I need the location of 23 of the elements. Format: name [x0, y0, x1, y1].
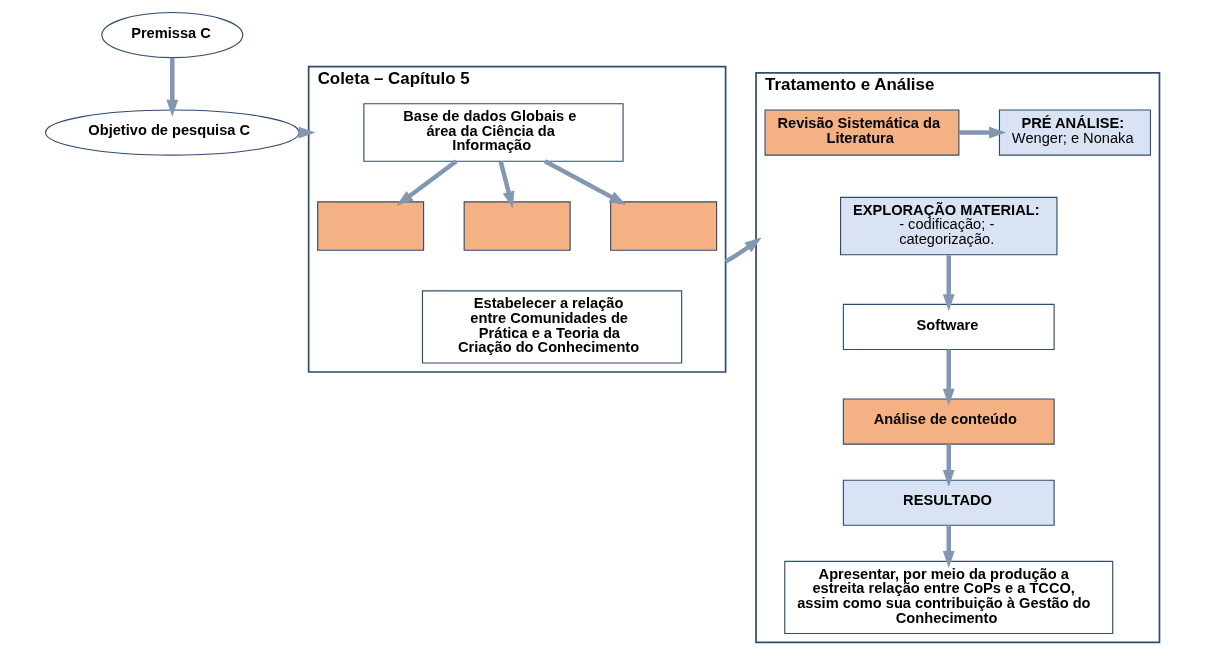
node-ellipse: Premissa C	[101, 11, 244, 59]
arrow	[498, 160, 515, 209]
arrow	[942, 525, 955, 568]
node-box: RESULTADO	[842, 479, 1055, 526]
node-box: Software	[842, 303, 1055, 351]
arrow	[166, 57, 179, 117]
arrow	[942, 349, 955, 406]
arrow	[724, 237, 762, 264]
arrow	[942, 255, 955, 312]
node-box: EXPLORAÇÃO MATERIAL: - codificação; - categorização.	[840, 196, 1058, 256]
arrow	[942, 444, 955, 487]
arrow	[396, 159, 458, 206]
node-box	[463, 201, 571, 251]
node-box: Análise de conteúdo	[842, 398, 1055, 445]
node-box: Apresentar, por meio da produção a estreita relação entre CoPs e a TCCO, assim como sua contribuição à Gestão do Conhecimento	[784, 560, 1114, 634]
node-box: Estabelecer a relação entre Comunidades de Prática e a Teoria da Criação do Conhecimento	[421, 290, 683, 364]
node-box: Base de dados Globais e área da Ciência da Informação	[363, 103, 624, 162]
node-box: PRÉ ANÁLISE: Wenger; e Nonaka	[998, 109, 1152, 156]
node-box	[317, 201, 425, 251]
arrow	[958, 126, 1007, 139]
arrow	[543, 159, 627, 205]
node-box	[610, 201, 718, 251]
node-box: Revisão Sistemática da Literatura	[764, 109, 960, 156]
